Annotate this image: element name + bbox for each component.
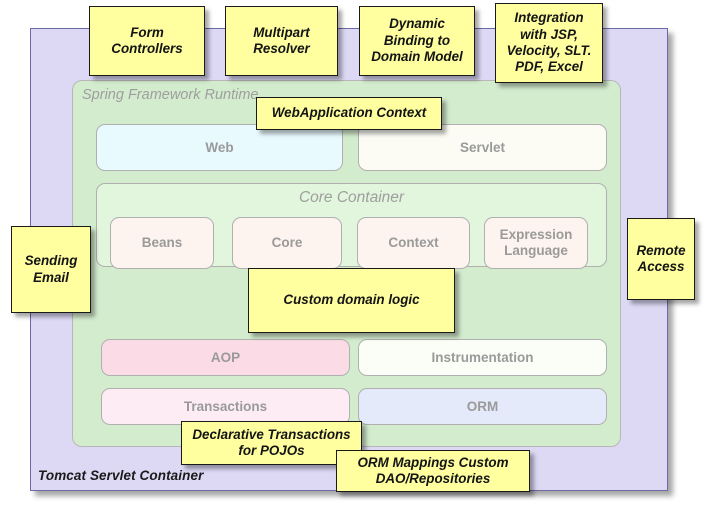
note-multipart-resolver: Multipart Resolver [225, 6, 338, 76]
tomcat-servlet-container-label: Tomcat Servlet Container [38, 468, 204, 483]
spring-framework-runtime-label: Spring Framework Runtime [82, 87, 259, 103]
note-dynamic-binding: Dynamic Binding to Domain Model [359, 6, 475, 76]
note-custom-domain-logic: Custom domain logic [248, 268, 455, 333]
module-expression-language: Expression Language [484, 217, 588, 269]
module-transactions: Transactions [101, 388, 350, 425]
note-orm-mappings: ORM Mappings Custom DAO/Repositories [336, 450, 530, 492]
module-core: Core [232, 217, 342, 269]
note-form-controllers: Form Controllers [89, 6, 205, 76]
note-declarative-transactions: Declarative Transactions for POJOs [181, 421, 362, 465]
module-aop: AOP [101, 339, 350, 376]
module-orm: ORM [358, 388, 607, 425]
note-remote-access: Remote Access [627, 218, 695, 300]
core-container-label: Core Container [298, 189, 405, 206]
module-instrumentation: Instrumentation [358, 339, 607, 376]
note-integration: Integration with JSP, Velocity, SLT. PDF… [495, 3, 603, 83]
module-web: Web [96, 124, 343, 171]
module-context: Context [357, 217, 470, 269]
note-sending-email: Sending Email [11, 226, 91, 313]
module-servlet: Servlet [358, 124, 607, 171]
module-beans: Beans [110, 217, 214, 269]
note-webapplication-context: WebApplication Context [256, 97, 442, 130]
